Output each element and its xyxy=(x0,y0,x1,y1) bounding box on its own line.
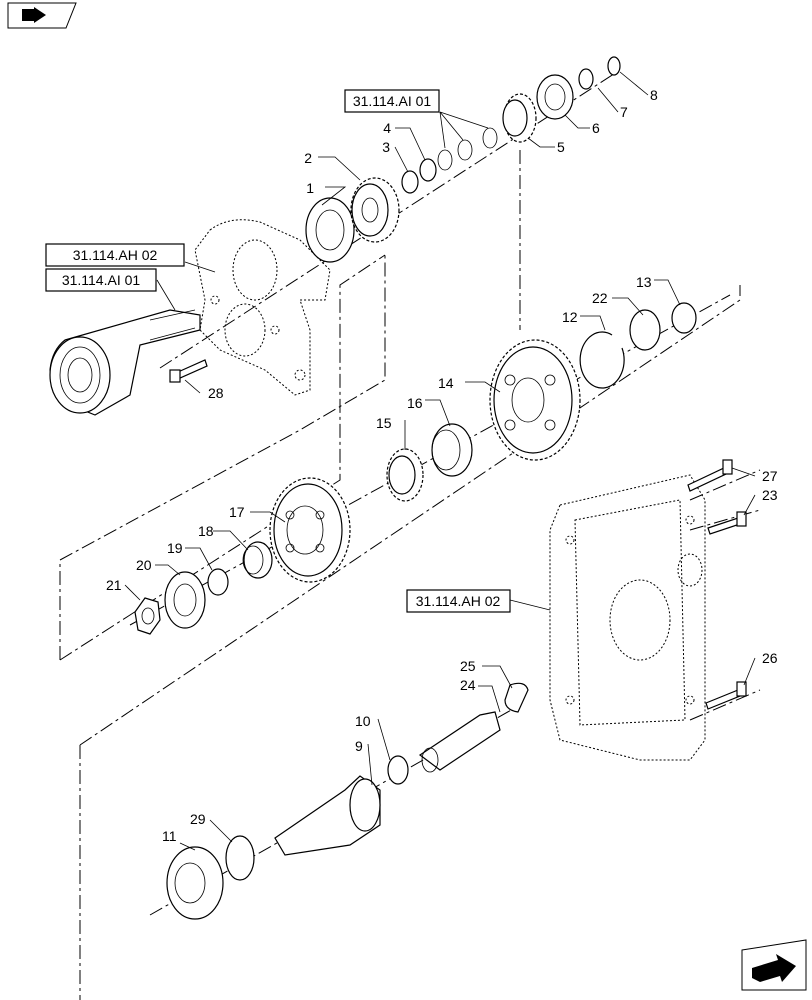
bolt-28 xyxy=(169,359,208,383)
shaft-24 xyxy=(418,711,501,773)
arrow-in-box-icon[interactable] xyxy=(7,2,77,29)
gear-5 xyxy=(502,93,537,143)
bearing-20 xyxy=(164,571,206,629)
reference-box-right-mid[interactable]: 31.114.AH 02 xyxy=(406,589,511,613)
callout-numbers: 1 2 3 4 5 6 7 8 9 10 11 12 13 14 15 16 1… xyxy=(106,87,778,844)
callout-27: 27 xyxy=(762,468,778,484)
spacer-18 xyxy=(242,541,273,579)
callout-8: 8 xyxy=(650,87,658,103)
reference-label: 31.114.AH 02 xyxy=(416,593,501,609)
callout-7: 7 xyxy=(620,104,628,120)
callout-11: 11 xyxy=(162,828,177,844)
callout-29: 29 xyxy=(190,811,206,827)
leader-lines xyxy=(124,71,756,851)
ring-22 xyxy=(629,309,661,351)
callout-2: 2 xyxy=(304,150,312,166)
gear-14 xyxy=(489,339,581,461)
gear-15 xyxy=(386,448,424,502)
callout-9: 9 xyxy=(355,738,363,754)
gear-2 xyxy=(350,177,400,243)
ring-7 xyxy=(578,68,594,90)
arrow-in-box-icon[interactable] xyxy=(741,939,807,991)
spacer-10 xyxy=(387,755,409,785)
reference-label: 31.114.AI 01 xyxy=(62,272,141,288)
lower-housing xyxy=(549,474,706,761)
shaft-9 xyxy=(274,775,381,856)
nut-21 xyxy=(134,597,161,635)
callout-22: 22 xyxy=(592,290,608,306)
callout-3: 3 xyxy=(382,139,390,155)
snap-ring-8 xyxy=(607,56,621,76)
reference-box-top-right[interactable]: 31.114.AI 01 xyxy=(344,89,440,113)
shim-rings xyxy=(437,127,498,171)
callout-5: 5 xyxy=(557,139,565,155)
bolt-26 xyxy=(705,681,747,710)
callout-21: 21 xyxy=(106,577,122,593)
callout-6: 6 xyxy=(592,120,600,136)
callout-13: 13 xyxy=(636,274,652,290)
gear-17 xyxy=(269,477,351,583)
callout-20: 20 xyxy=(136,557,152,573)
bearing-11 xyxy=(166,846,224,920)
reference-label: 31.114.AH 02 xyxy=(73,247,158,263)
ring-19 xyxy=(207,568,229,596)
assembly-axes xyxy=(59,69,761,1000)
callout-18: 18 xyxy=(198,523,214,539)
reference-box-left-lower[interactable]: 31.114.AI 01 xyxy=(45,268,157,292)
callout-25: 25 xyxy=(460,658,476,674)
clip-25 xyxy=(504,682,529,713)
callout-17: 17 xyxy=(229,504,245,520)
callout-12: 12 xyxy=(562,309,578,325)
reference-box-left-upper[interactable]: 31.114.AH 02 xyxy=(45,243,185,267)
callout-23: 23 xyxy=(762,487,778,503)
bearing-6 xyxy=(536,74,574,120)
snap-ring-13 xyxy=(671,302,697,334)
callout-24: 24 xyxy=(460,677,476,693)
snap-ring-12 xyxy=(579,331,625,389)
callout-15: 15 xyxy=(376,415,392,431)
reference-label: 31.114.AI 01 xyxy=(353,93,432,109)
callout-4: 4 xyxy=(383,120,391,136)
callout-10: 10 xyxy=(355,713,371,729)
callout-14: 14 xyxy=(438,375,454,391)
ring-3 xyxy=(401,170,419,194)
callout-26: 26 xyxy=(762,650,778,666)
bearing-1 xyxy=(305,197,355,263)
bolt-23 xyxy=(707,511,747,535)
callout-28: 28 xyxy=(208,385,224,401)
callout-16: 16 xyxy=(407,395,423,411)
sleeve-16 xyxy=(431,423,473,477)
ring-4 xyxy=(419,158,437,182)
callout-19: 19 xyxy=(167,540,183,556)
ring-29 xyxy=(225,835,255,881)
output-drum xyxy=(49,309,201,416)
callout-1: 1 xyxy=(306,180,314,196)
bolt-27 xyxy=(687,459,733,492)
